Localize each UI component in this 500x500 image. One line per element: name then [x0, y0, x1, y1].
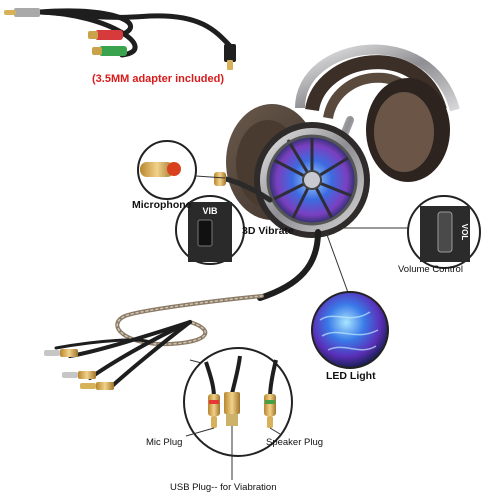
adapter-cable	[4, 8, 236, 70]
usb-plug-label: USB Plug-- for Viabration	[170, 482, 277, 493]
vibrate-label: 3D Vibrate	[242, 225, 294, 237]
mic-plug-label: Mic Plug	[146, 437, 183, 448]
speaker-plug-icon	[264, 394, 276, 416]
vol-switch-text: VOL	[460, 224, 469, 241]
volume-control-label: Volume Control	[398, 264, 463, 275]
led-light-callout	[311, 231, 389, 369]
braided-cable	[54, 294, 264, 390]
microphone-icon	[140, 162, 174, 177]
adapter-included-note: (3.5MM adapter included)	[92, 73, 224, 85]
headset	[214, 44, 460, 301]
microphone-callout	[137, 140, 226, 200]
vib-switch-text: VIB	[202, 206, 218, 216]
volume-wheel-icon	[437, 211, 453, 253]
led-light-label: LED Light	[326, 370, 376, 382]
microphone-label: Microphone	[132, 199, 192, 211]
usb-plug-icon	[224, 392, 240, 414]
mic-plug-icon	[208, 394, 220, 416]
vibrate-switch-icon	[197, 219, 213, 247]
plug-cluster-left	[44, 349, 114, 390]
vibrate-callout: VIB	[175, 195, 245, 265]
speaker-plug-label: Speaker Plug	[266, 437, 324, 448]
bottom-label-lines	[185, 426, 281, 480]
volume-control-callout: VOL	[343, 195, 481, 269]
